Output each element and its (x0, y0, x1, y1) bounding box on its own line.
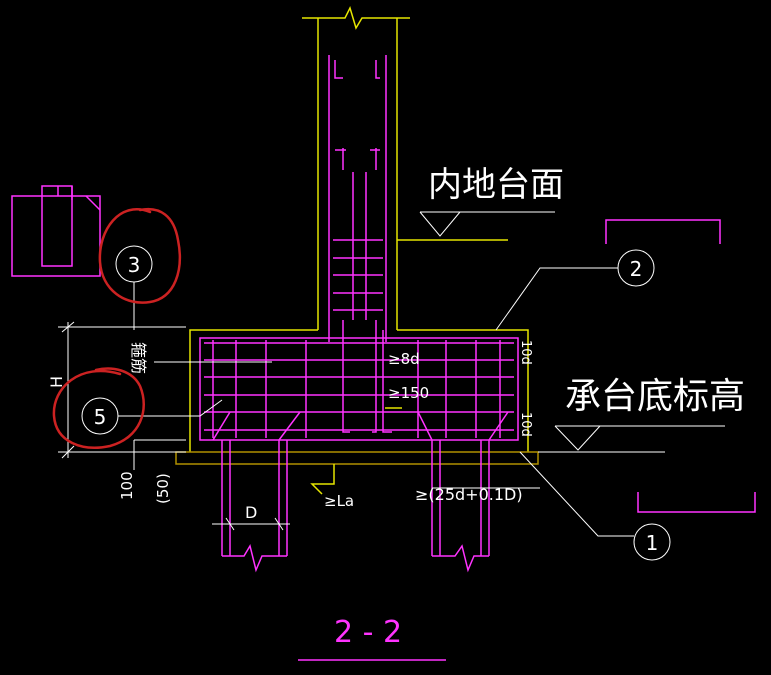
dim-25d-label: ≥(25d+0.1D) (415, 485, 523, 504)
la-leader (310, 464, 335, 495)
callout-2-circle (617, 249, 655, 287)
callout-5-leader (118, 399, 223, 417)
cap-rebar (199, 337, 519, 441)
callout-3-circle (115, 245, 153, 283)
column (189, 5, 529, 452)
dim-la-label: ≥La (324, 492, 354, 510)
dimension-H (58, 321, 186, 470)
corner-brackets (605, 219, 756, 513)
callout-2-leader (495, 267, 618, 331)
callout-5-circle (81, 397, 119, 435)
inner-floor-level-label: 内地台面 (428, 165, 564, 205)
callout-5-label: 5 (94, 405, 107, 429)
section-title: 2 - 2 (334, 615, 402, 650)
cushion-layer (175, 451, 539, 465)
piles (212, 411, 509, 573)
dimension-50-label: (50) (154, 473, 172, 504)
dimension-100-label: 100 (118, 471, 136, 500)
dimension-H-label: H (47, 376, 66, 388)
dimension-D (212, 517, 290, 531)
stirrup-label: 箍筋 (129, 342, 148, 374)
dim-10d-bottom-label: 10d (518, 412, 533, 437)
column-rebar (328, 55, 392, 433)
callout-1-label: 1 (646, 531, 659, 555)
callout-3-label: 3 (128, 253, 141, 277)
callout-1-circle (633, 523, 671, 561)
dimension-D-label: D (245, 503, 257, 522)
stirrup-detail (11, 185, 101, 277)
dim-10d-top-label: 10d (518, 340, 533, 365)
callout-2-label: 2 (630, 257, 643, 281)
dim-150-label: ≥150 (388, 384, 429, 402)
red-markup (52, 207, 182, 449)
cap-bottom-elevation-symbol (554, 425, 725, 451)
callout-1-leader (519, 451, 634, 537)
cap-bottom-elevation-label: 承台底标高 (565, 376, 745, 417)
inner-floor-level-symbol (419, 211, 555, 237)
dim-8d-label: ≥8d (388, 350, 420, 368)
